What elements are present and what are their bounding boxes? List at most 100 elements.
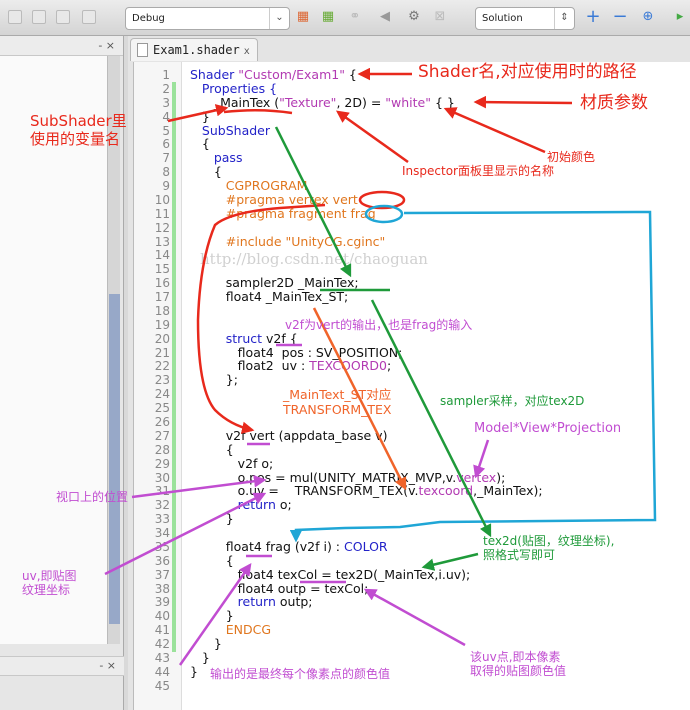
annotation-inspector-name: Inspector面板里显示的名称: [402, 164, 554, 178]
code-token: float4 texCol = tex2D(_MainTex,i.uv);: [190, 566, 471, 582]
code-token: }: [190, 108, 210, 124]
link-icon[interactable]: ⚭: [349, 9, 361, 24]
panel-close-button-2[interactable]: - ×: [99, 659, 116, 672]
code-line[interactable]: }: [190, 108, 210, 124]
code-token: ;: [387, 358, 392, 374]
code-token: v2f o;: [190, 455, 274, 471]
rebuild-icon[interactable]: ▦: [321, 9, 335, 24]
build-icon[interactable]: ▦: [296, 9, 310, 24]
code-token: outp;: [275, 594, 313, 610]
toolbar-icon[interactable]: [56, 10, 70, 24]
line-number: 25: [154, 401, 170, 416]
minus-icon[interactable]: −: [612, 6, 628, 27]
run-icon[interactable]: ▸: [676, 9, 684, 24]
solution-select[interactable]: Solution⇕: [475, 7, 575, 30]
panel-close-button[interactable]: - ×: [98, 39, 115, 52]
annotation-tex2d: tex2d(贴图，纹理坐标), 照格式写即可: [483, 534, 615, 563]
line-number: 23: [154, 373, 170, 388]
code-token: ,_MainTex);: [473, 483, 543, 499]
code-line[interactable]: pass: [190, 151, 243, 165]
line-number: 27: [154, 428, 170, 443]
code-line[interactable]: {: [190, 441, 234, 457]
code-token: { }: [430, 94, 455, 110]
arrow: [370, 299, 492, 538]
code-line[interactable]: Shader "Custom/Exam1" {: [190, 68, 357, 82]
code-token: float4 _MainTex_ST;: [190, 289, 349, 305]
code-line[interactable]: return outp;: [190, 595, 313, 609]
panel-header: - ×: [0, 36, 123, 56]
code-line[interactable]: }: [190, 512, 234, 526]
gear-icon[interactable]: ⚙: [408, 9, 420, 24]
code-token: }: [190, 649, 210, 665]
code-token: }: [190, 511, 234, 527]
debug-icon[interactable]: ◀: [380, 9, 390, 24]
line-number: 11: [154, 206, 170, 221]
code-line[interactable]: ENDCG: [190, 623, 271, 637]
code-line[interactable]: {: [190, 552, 234, 568]
change-bar: [172, 82, 176, 652]
code-token: v2f vert (appdata_base v): [190, 427, 388, 443]
code-line[interactable]: struct v2f {: [190, 331, 298, 346]
line-number: 21: [154, 345, 170, 360]
annotation-sampler: sampler采样，对应tex2D: [440, 394, 585, 408]
line-number: 37: [154, 567, 170, 582]
code-token: }: [190, 663, 198, 679]
code-line[interactable]: }: [190, 637, 222, 651]
code-line[interactable]: SubShader: [190, 123, 270, 138]
plus-icon[interactable]: +: [585, 6, 601, 27]
toolbar-icon[interactable]: [82, 10, 96, 24]
tab-label: Exam1.shader: [153, 43, 240, 57]
config-select[interactable]: Debug⌄: [125, 7, 290, 30]
code-line[interactable]: Properties {: [190, 81, 277, 96]
code-line[interactable]: }: [190, 649, 210, 665]
arrow: [167, 104, 229, 123]
toolbar-icon[interactable]: [8, 10, 22, 24]
code-line[interactable]: float2 uv : TEXCOORD0;: [190, 358, 392, 374]
annotation-material-params: 材质参数: [580, 93, 648, 113]
code-token: return: [190, 594, 276, 610]
annotation-uv-pixel: 该uv点,即本像素 取得的贴图颜色值: [470, 650, 567, 679]
code-line[interactable]: float4 _MainTex_ST;: [190, 289, 349, 305]
line-number: 14: [154, 248, 170, 263]
tab-close-button[interactable]: x: [243, 46, 250, 57]
code-token: "Custom/Exam1": [238, 67, 345, 82]
code-line[interactable]: }: [190, 609, 234, 623]
code-line[interactable]: {: [190, 137, 210, 151]
code-line[interactable]: {: [190, 165, 222, 179]
left-panel: - × - ×: [0, 36, 124, 710]
code-token: CGPROGRAM: [190, 178, 308, 194]
code-token: {: [190, 552, 234, 568]
code-line[interactable]: float4 outp = texCol;: [190, 581, 369, 596]
code-line[interactable]: float4 frag (v2f i) : COLOR: [190, 539, 388, 554]
flow-line: [289, 210, 657, 543]
expand-icon[interactable]: ⊕: [642, 9, 654, 24]
panel-header-2: - ×: [0, 656, 124, 676]
code-line[interactable]: };: [190, 373, 238, 387]
code-token: {: [190, 441, 234, 457]
code-line[interactable]: CGPROGRAM: [190, 178, 308, 194]
underline: [223, 108, 293, 115]
line-number: 26: [154, 415, 170, 429]
annotation-mvp: Model*View*Projection: [474, 421, 622, 436]
code-line[interactable]: }: [190, 663, 198, 679]
toolbar-icon[interactable]: [32, 10, 46, 24]
code-token: "white": [385, 94, 431, 110]
code-token: );: [496, 469, 506, 485]
line-number: 19: [154, 317, 170, 332]
code-line[interactable]: sampler2D _MainTex;: [190, 276, 359, 290]
code-line[interactable]: #include "UnityCG.cginc": [190, 234, 386, 249]
line-number: 34: [154, 526, 170, 541]
code-token: {: [190, 164, 222, 180]
watermark: http://blog.csdn.net/chaoguan: [200, 250, 428, 268]
scrollbar-thumb[interactable]: [109, 294, 120, 624]
code-line[interactable]: #pragma vertex vert: [190, 192, 358, 207]
code-line[interactable]: v2f o;: [190, 455, 274, 471]
stop-icon[interactable]: ⊠: [434, 9, 446, 24]
code-line[interactable]: float4 texCol = tex2D(_MainTex,i.uv);: [190, 566, 471, 582]
scrollbar[interactable]: [107, 56, 120, 644]
line-number: 43: [154, 650, 170, 665]
code-line[interactable]: v2f vert (appdata_base v): [190, 427, 388, 443]
